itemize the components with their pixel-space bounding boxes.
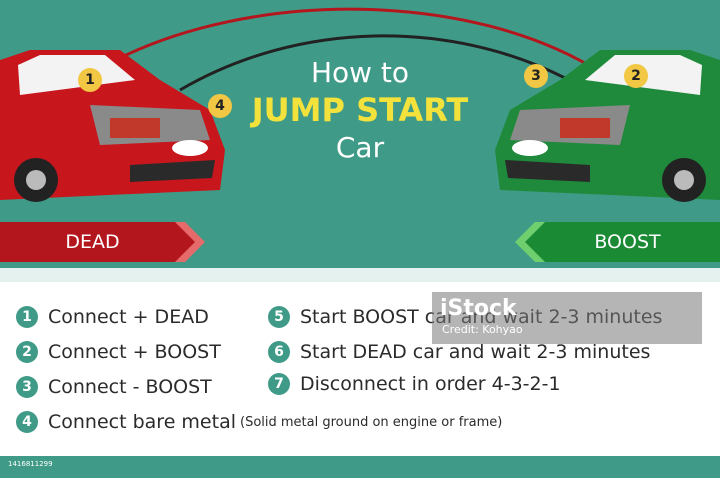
step-1: 1 Connect + DEAD [16, 306, 209, 328]
marker-1: 1 [78, 68, 102, 92]
watermark-credit: Credit: Kohyao [442, 323, 523, 336]
step-text: Connect - BOOST [48, 376, 212, 398]
watermark: iStock Credit: Kohyao [432, 292, 702, 344]
marker-3: 3 [524, 64, 548, 88]
illustration-panel: 1 2 3 4 How to JUMP START Car DEAD BOOST [0, 0, 720, 268]
headlight [172, 140, 208, 156]
step-number: 1 [16, 306, 38, 328]
red-cable [111, 7, 601, 74]
title-line-1: How to [310, 56, 410, 89]
step-7: 7 Disconnect in order 4-3-2-1 [268, 373, 561, 395]
step-4: 4 Connect bare metal (Solid metal ground… [16, 411, 502, 433]
step-text: Disconnect in order 4-3-2-1 [300, 373, 561, 395]
footer-bar: 1416811299 [0, 456, 720, 478]
step-3: 3 Connect - BOOST [16, 376, 212, 398]
grille [130, 160, 215, 182]
divider-strip [0, 268, 720, 282]
page-title: How to JUMP START Car [250, 55, 470, 165]
step-text: Connect bare metal [48, 411, 236, 433]
boost-banner-shape [515, 222, 720, 262]
boost-label: BOOST [594, 231, 661, 253]
step-number: 5 [268, 306, 290, 328]
marker-4: 4 [208, 94, 232, 118]
step-number: 4 [16, 411, 38, 433]
jumper-cables [111, 7, 601, 92]
hubcap [674, 170, 694, 190]
step-number: 7 [268, 373, 290, 395]
step-text: Start DEAD car and wait 2-3 minutes [300, 341, 651, 363]
dead-banner-shape [0, 222, 205, 262]
title-line-3: Car [335, 131, 385, 164]
battery [560, 118, 610, 138]
grille [505, 160, 590, 182]
dead-car-illustration [0, 50, 225, 202]
hubcap [26, 170, 46, 190]
step-text: Connect + DEAD [48, 306, 209, 328]
boost-car-illustration [495, 50, 720, 202]
step-text: Connect + BOOST [48, 341, 221, 363]
image-id: 1416811299 [8, 460, 53, 468]
step-number: 6 [268, 341, 290, 363]
battery [110, 118, 160, 138]
red-car-windshield [18, 55, 135, 95]
step-number: 2 [16, 341, 38, 363]
marker-2: 2 [624, 64, 648, 88]
step-6: 6 Start DEAD car and wait 2-3 minutes [268, 341, 650, 363]
step-note: (Solid metal ground on engine or frame) [240, 414, 503, 430]
step-2: 2 Connect + BOOST [16, 341, 221, 363]
title-line-2: JUMP START [251, 91, 469, 129]
watermark-logo: iStock [440, 296, 517, 321]
dead-label: DEAD [65, 231, 120, 253]
step-number: 3 [16, 376, 38, 398]
black-cable [179, 34, 566, 92]
headlight [512, 140, 548, 156]
